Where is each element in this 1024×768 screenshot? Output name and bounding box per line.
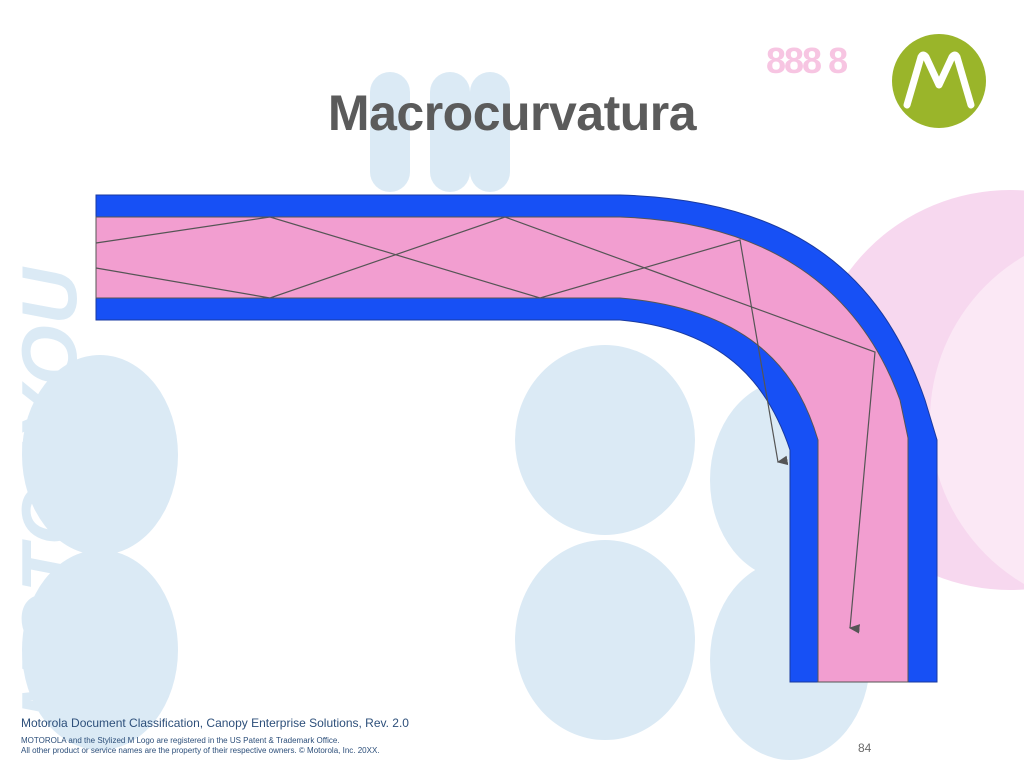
bg-pink-arc-inner (930, 256, 1024, 584)
bg-blue-blob (515, 345, 695, 535)
slide-title: Macrocurvatura (327, 85, 697, 141)
decorative-glyphs: 888 8 (766, 40, 848, 81)
bg-blue-blob (22, 355, 178, 555)
bg-blue-blob (22, 550, 178, 750)
bg-blue-blob (515, 540, 695, 740)
page-number: 84 (858, 741, 872, 755)
light-ray-1 (95, 216, 789, 466)
bg-blue-eight (430, 72, 470, 192)
footer-classification: Motorola Document Classification, Canopy… (21, 716, 409, 730)
motorola-logo-icon (892, 34, 986, 128)
footer-trademark: MOTOROLA and the Stylized M Logo are reg… (21, 736, 340, 745)
bg-blue-eight (370, 72, 410, 192)
bg-blue-eight (470, 72, 510, 192)
fiber-core (95, 216, 909, 683)
footer-copyright: All other product or service names are t… (21, 746, 380, 755)
light-ray-2 (95, 216, 876, 634)
